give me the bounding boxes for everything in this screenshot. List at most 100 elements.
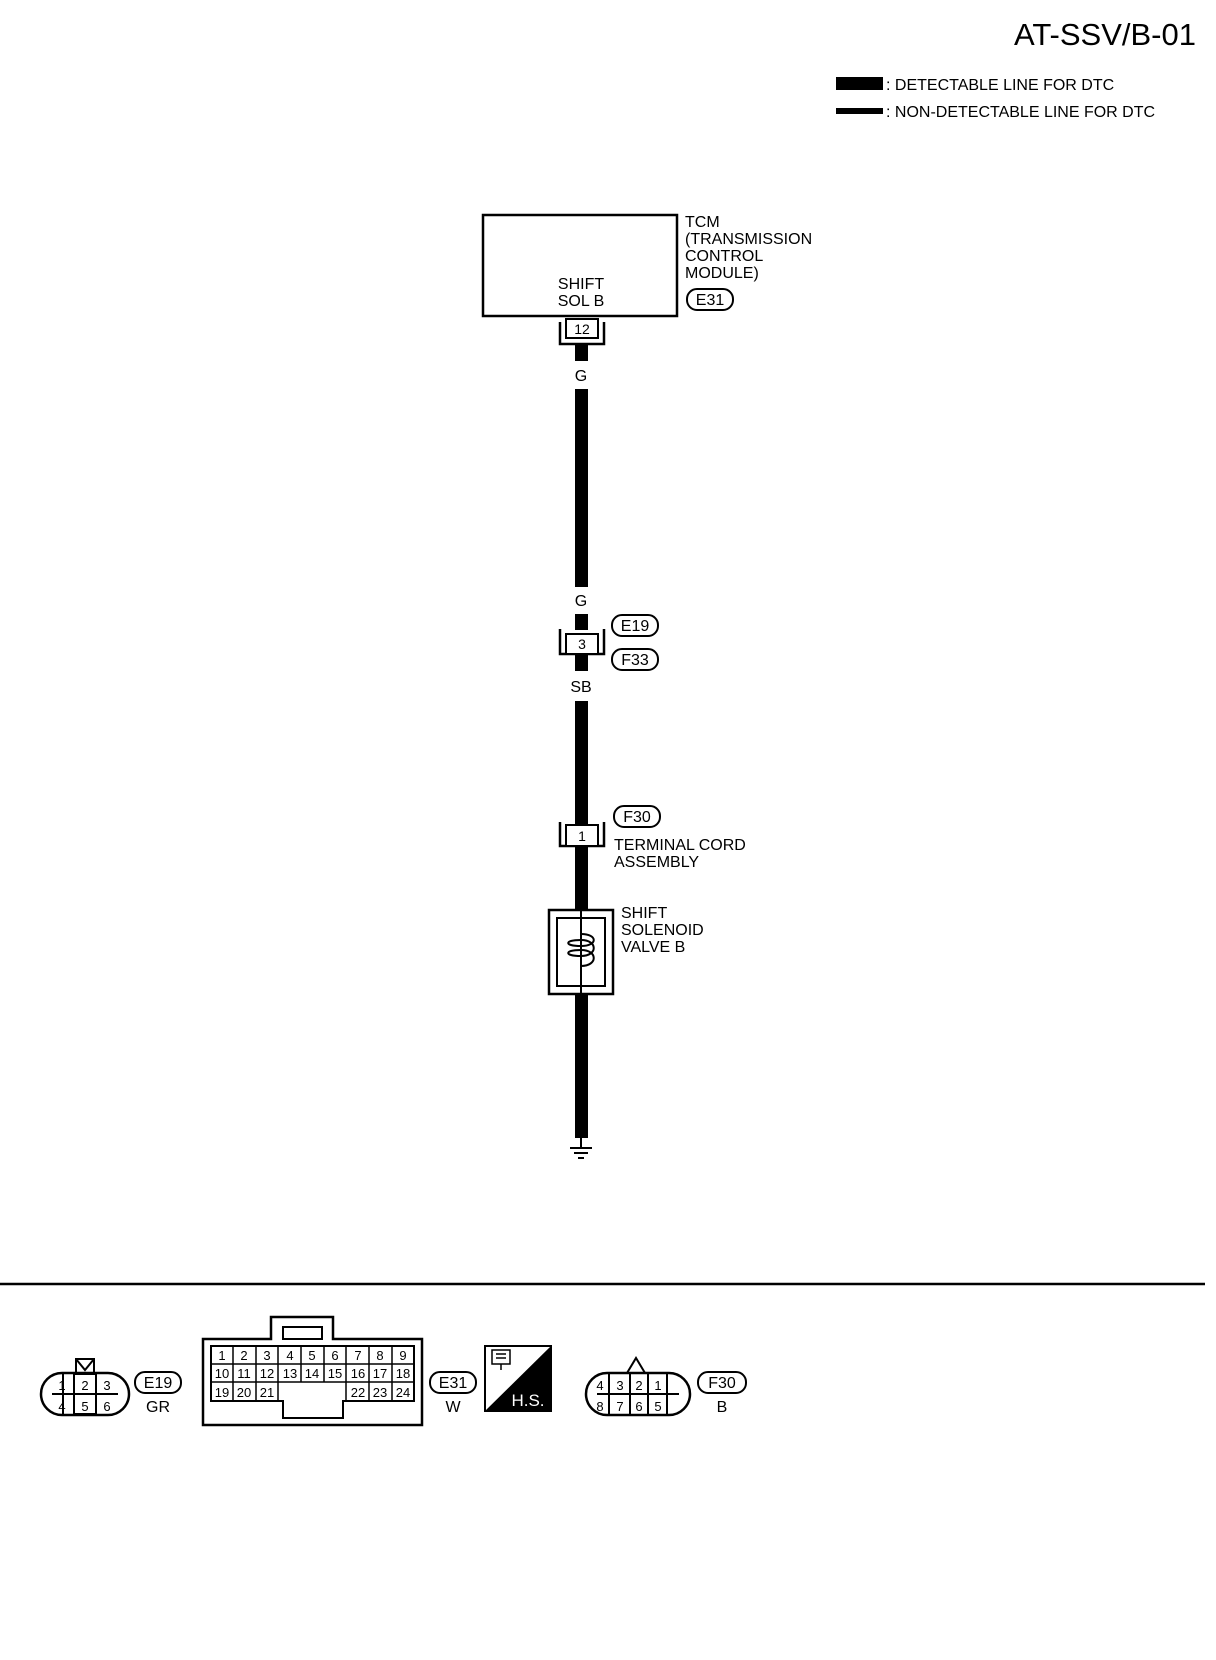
e31-pin-21: 21 bbox=[260, 1385, 274, 1400]
legend-detectable: : DETECTABLE LINE FOR DTC bbox=[886, 77, 1114, 94]
e31-pin-8: 8 bbox=[376, 1348, 383, 1363]
e31-pin-10: 10 bbox=[215, 1366, 229, 1381]
tcm-name-line-3: CONTROL bbox=[685, 248, 763, 265]
e31-pin-2: 2 bbox=[240, 1348, 247, 1363]
wire-segment-3 bbox=[575, 654, 588, 671]
tcm-terminal-line-1: SHIFT bbox=[558, 276, 604, 293]
e31-pin-7: 7 bbox=[354, 1348, 361, 1363]
f30-connector-id: F30 bbox=[708, 1375, 736, 1392]
tcm-terminal-line-2: SOL B bbox=[558, 293, 605, 310]
terminal-cord-connector: 1 F30 TERMINAL CORD ASSEMBLY bbox=[558, 805, 746, 871]
tcm-pin-box bbox=[565, 318, 599, 339]
wire-segment-2 bbox=[575, 614, 588, 630]
tcm-connector-badge bbox=[686, 288, 734, 311]
f30-pin-2: 2 bbox=[635, 1378, 642, 1393]
e31-pin-3: 3 bbox=[263, 1348, 270, 1363]
terminal-cord-label-line-1: TERMINAL CORD bbox=[614, 837, 746, 854]
legend: : DETECTABLE LINE FOR DTC : NON-DETECTAB… bbox=[836, 77, 1155, 121]
f30-pin-6: 6 bbox=[635, 1399, 642, 1414]
page-id: AT-SSV/B-01 bbox=[1014, 17, 1196, 52]
e31-pin-grid bbox=[232, 1346, 393, 1401]
f30-pin-7: 7 bbox=[616, 1399, 623, 1414]
f30-pin-4: 4 bbox=[596, 1378, 603, 1393]
connector-f30-face: 4 3 2 1 8 7 6 5 F30 B bbox=[584, 1356, 747, 1417]
tcm-name-line-1: TCM bbox=[685, 214, 720, 231]
terminal-cord-pin-box bbox=[565, 824, 599, 847]
tcm-pin-number: 12 bbox=[574, 321, 590, 337]
e19-connector-color: GR bbox=[146, 1399, 170, 1416]
e19-pin-2: 2 bbox=[81, 1378, 88, 1393]
e31-pin-16: 16 bbox=[351, 1366, 365, 1381]
connector-view-icon bbox=[491, 1349, 511, 1370]
ground-icon bbox=[570, 1138, 592, 1159]
solenoid-label-line-2: SOLENOID bbox=[621, 922, 704, 939]
wire-color-g-bottom: G bbox=[575, 593, 587, 610]
junction-pin-number: 3 bbox=[578, 636, 586, 652]
connector-e31-face: 1 2 3 4 5 6 7 8 9 10 11 12 13 14 15 16 1… bbox=[201, 1315, 477, 1427]
e31-pin-13: 13 bbox=[283, 1366, 297, 1381]
e19-connector-id: E19 bbox=[144, 1375, 173, 1392]
harness-side-badge: H.S. bbox=[484, 1345, 552, 1412]
solenoid-label-line-1: SHIFT bbox=[621, 905, 667, 922]
detectable-line-swatch bbox=[836, 77, 883, 90]
junction-pin-box bbox=[565, 633, 599, 655]
e31-pin-15: 15 bbox=[328, 1366, 342, 1381]
e31-connector-color: W bbox=[445, 1399, 461, 1416]
e31-pin-9: 9 bbox=[399, 1348, 406, 1363]
tcm-module: TCM (TRANSMISSION CONTROL MODULE) SHIFT … bbox=[481, 213, 812, 318]
junction-connector-top-badge bbox=[611, 614, 659, 637]
junction-connector: 3 E19 F33 bbox=[558, 614, 659, 671]
e31-pin-12: 12 bbox=[260, 1366, 274, 1381]
terminal-cord-pin-number: 1 bbox=[578, 828, 586, 844]
hs-label: H.S. bbox=[511, 1391, 544, 1410]
e19-pin-1: 1 bbox=[58, 1378, 65, 1393]
e31-pin-24: 24 bbox=[396, 1385, 410, 1400]
wire-segment-sb bbox=[575, 701, 588, 824]
terminal-cord-connector-badge bbox=[613, 805, 661, 828]
legend-non-detectable: : NON-DETECTABLE LINE FOR DTC bbox=[886, 104, 1155, 121]
junction-connector-bottom: F33 bbox=[621, 652, 649, 669]
e31-pin-1: 1 bbox=[218, 1348, 225, 1363]
e31-pin-11: 11 bbox=[237, 1366, 251, 1381]
e31-pin-4: 4 bbox=[286, 1348, 293, 1363]
junction-connector-top: E19 bbox=[621, 618, 650, 635]
e31-pin-22: 22 bbox=[351, 1385, 365, 1400]
tcm-box bbox=[481, 213, 679, 318]
wire-segment-5 bbox=[575, 994, 588, 1138]
non-detectable-line-swatch bbox=[836, 108, 883, 114]
e31-pin-6: 6 bbox=[331, 1348, 338, 1363]
f30-connector-color: B bbox=[717, 1399, 728, 1416]
junction-connector-bottom-badge bbox=[611, 648, 659, 671]
e31-pin-17: 17 bbox=[373, 1366, 387, 1381]
tcm-pin-connector: 12 bbox=[558, 318, 606, 346]
e31-pin-23: 23 bbox=[373, 1385, 387, 1400]
tcm-name-line-4: MODULE) bbox=[685, 265, 759, 282]
coil-icon bbox=[567, 933, 595, 967]
wire: G G SB bbox=[570, 344, 592, 1138]
tcm-connector-id: E31 bbox=[696, 292, 725, 309]
terminal-cord-label-line-2: ASSEMBLY bbox=[614, 854, 699, 871]
f30-pin-5: 5 bbox=[654, 1399, 661, 1414]
wire-segment-4 bbox=[575, 846, 588, 910]
wire-color-sb: SB bbox=[570, 679, 591, 696]
terminal-cord-connector-id: F30 bbox=[623, 809, 651, 826]
e19-pin-6: 6 bbox=[103, 1399, 110, 1414]
wire-segment-1 bbox=[575, 344, 588, 361]
e31-connector-id: E31 bbox=[439, 1375, 468, 1392]
e19-pin-5: 5 bbox=[81, 1399, 88, 1414]
wire-color-g-top: G bbox=[575, 368, 587, 385]
e31-pin-18: 18 bbox=[396, 1366, 410, 1381]
tcm-name-line-2: (TRANSMISSION bbox=[685, 231, 812, 248]
f30-pin-1: 1 bbox=[654, 1378, 661, 1393]
wire-segment-g bbox=[575, 389, 588, 587]
f30-pin-3: 3 bbox=[616, 1378, 623, 1393]
e31-pin-5: 5 bbox=[308, 1348, 315, 1363]
e19-pin-3: 3 bbox=[103, 1378, 110, 1393]
e19-pin-4: 4 bbox=[58, 1399, 65, 1414]
e31-pin-14: 14 bbox=[305, 1366, 319, 1381]
connector-e19-face: 1 2 3 4 5 6 E19 GR bbox=[39, 1358, 182, 1417]
e31-pin-19: 19 bbox=[215, 1385, 229, 1400]
f30-pin-8: 8 bbox=[596, 1399, 603, 1414]
shift-solenoid-valve: SHIFT SOLENOID VALVE B bbox=[547, 905, 704, 996]
